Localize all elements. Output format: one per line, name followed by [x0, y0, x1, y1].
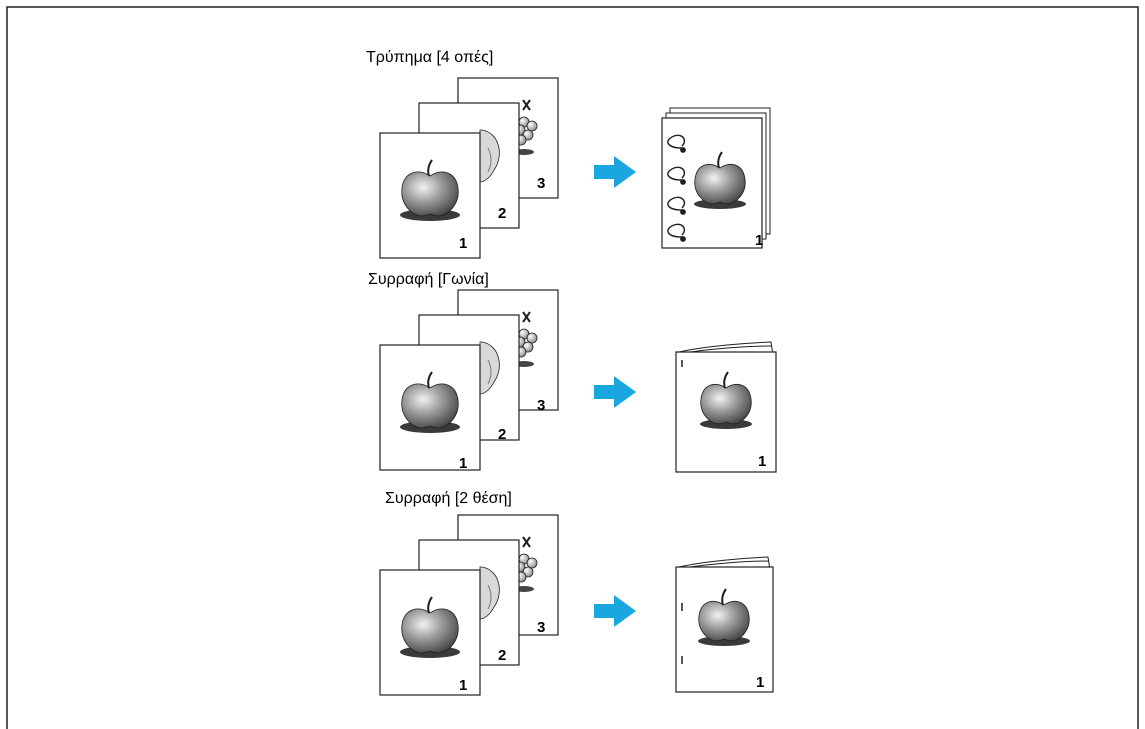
stapled-output-2pos: 1 [675, 556, 774, 693]
page-number-1: 1 [459, 455, 467, 472]
original-stack: 3 2 1 [379, 289, 559, 472]
page-number-1: 1 [459, 235, 467, 252]
arrow-icon [594, 156, 636, 188]
output-page-number: 1 [756, 674, 764, 691]
punched-output: 1 [661, 107, 771, 249]
original-stack: 3 2 1 [379, 77, 559, 259]
page-number-3: 3 [537, 175, 545, 192]
stapled-output: 1 [675, 341, 777, 473]
original-stack: 3 2 1 [379, 514, 559, 696]
output-page-number: 1 [755, 232, 763, 249]
arrow-icon [594, 595, 636, 627]
page-number-2: 2 [498, 205, 506, 222]
row-staple-2pos: 3 2 1 1 [379, 514, 774, 696]
row-label-punch: Τρύπημα [4 οπές] [366, 49, 494, 66]
punch-holes-icon [667, 134, 686, 242]
page-number-1: 1 [459, 677, 467, 694]
page-number-3: 3 [537, 619, 545, 636]
page-number-3: 3 [537, 397, 545, 414]
arrow-icon [594, 376, 636, 408]
row-punch: 3 2 1 1 [379, 77, 771, 259]
row-label-staple-2pos: Συρραφή [2 θέση] [385, 490, 512, 507]
page-number-2: 2 [498, 647, 506, 664]
row-label-staple-corner: Συρραφή [Γωνία] [368, 271, 489, 288]
output-page-number: 1 [758, 453, 766, 470]
row-staple-corner: 3 2 1 1 [379, 289, 777, 473]
page-number-2: 2 [498, 426, 506, 443]
